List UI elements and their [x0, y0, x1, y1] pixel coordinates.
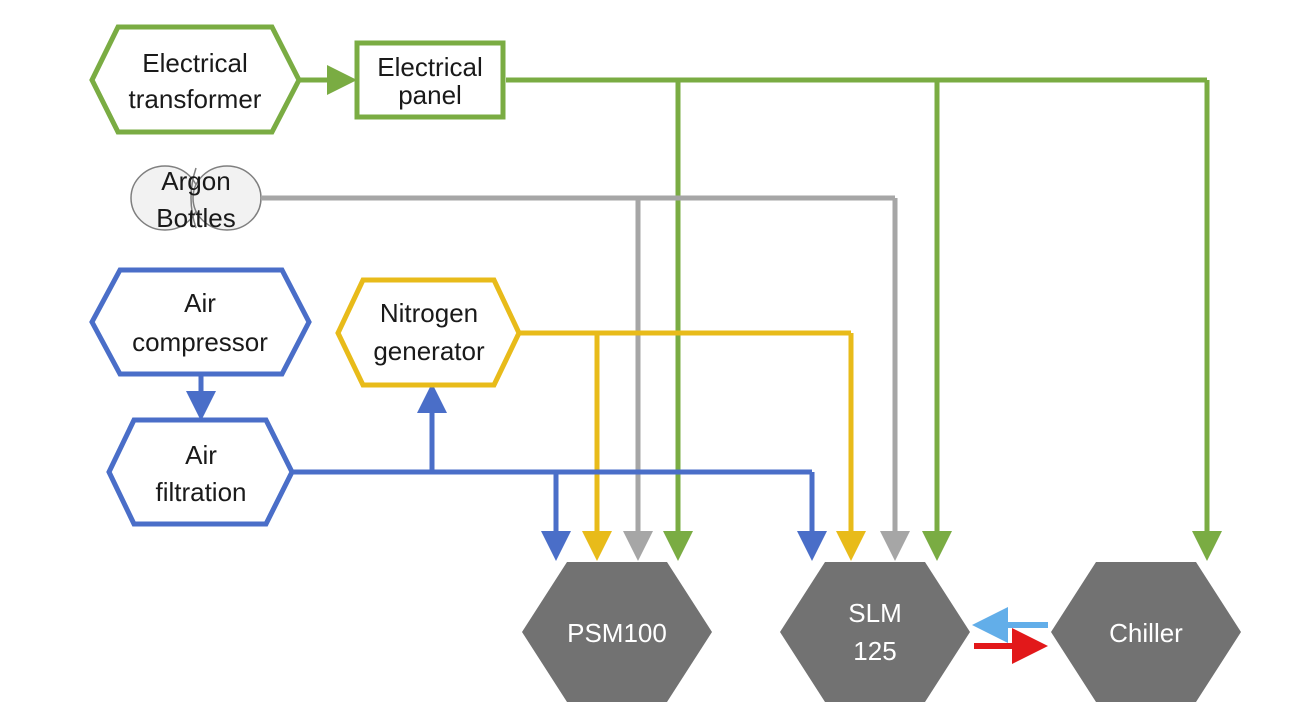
hexagon-outline-icon [89, 24, 302, 135]
air-filtration-node: Air filtration [106, 417, 295, 527]
panel-label-line1: Electrical [377, 52, 482, 82]
compressor-label-line2: compressor [132, 327, 268, 357]
chiller-label: Chiller [1109, 618, 1183, 648]
nitrogen-connectors [519, 330, 866, 561]
electrical-transformer-node: Electrical transformer [89, 24, 302, 135]
argon-label-line1: Argon [161, 166, 230, 196]
electric-connectors [299, 65, 1222, 561]
filtration-label-line2: filtration [155, 477, 246, 507]
compressor-label-line1: Air [184, 288, 216, 318]
panel-label-line2: panel [398, 80, 462, 110]
rectangle-outline-icon [354, 40, 506, 120]
argon-connectors [262, 195, 910, 561]
transformer-label-line2: transformer [129, 84, 262, 114]
transformer-label-line1: Electrical [142, 48, 247, 78]
hexagon-outline-icon [335, 277, 522, 388]
slm-label-line1: SLM [848, 598, 901, 628]
nitrogen-generator-node: Nitrogen generator [335, 277, 522, 388]
air-compressor-node: Air compressor [89, 267, 312, 377]
hexagon-outline-icon [106, 417, 295, 527]
argon-bottles-node: Argon Bottles [130, 165, 262, 233]
electrical-panel-node: Electrical panel [354, 40, 506, 120]
air-connectors [186, 376, 827, 561]
nitrogen-label-line1: Nitrogen [380, 298, 478, 328]
gas-bottle-icon [192, 165, 262, 231]
filtration-label-line1: Air [185, 440, 217, 470]
hexagon-filled-icon [522, 562, 712, 702]
chiller-machine-node: Chiller [1051, 562, 1241, 702]
argon-label-line2: Bottles [156, 203, 236, 233]
hexagon-filled-icon [1051, 562, 1241, 702]
psm100-machine-node: PSM100 [522, 562, 712, 702]
psm100-label: PSM100 [567, 618, 667, 648]
bottle-overlap-arc-icon [190, 167, 197, 229]
nitrogen-label-line2: generator [373, 336, 485, 366]
slm125-machine-node: SLM 125 [780, 562, 970, 702]
hexagon-outline-icon [89, 267, 312, 377]
slm-label-line2: 125 [853, 636, 896, 666]
hexagon-filled-icon [780, 562, 970, 702]
